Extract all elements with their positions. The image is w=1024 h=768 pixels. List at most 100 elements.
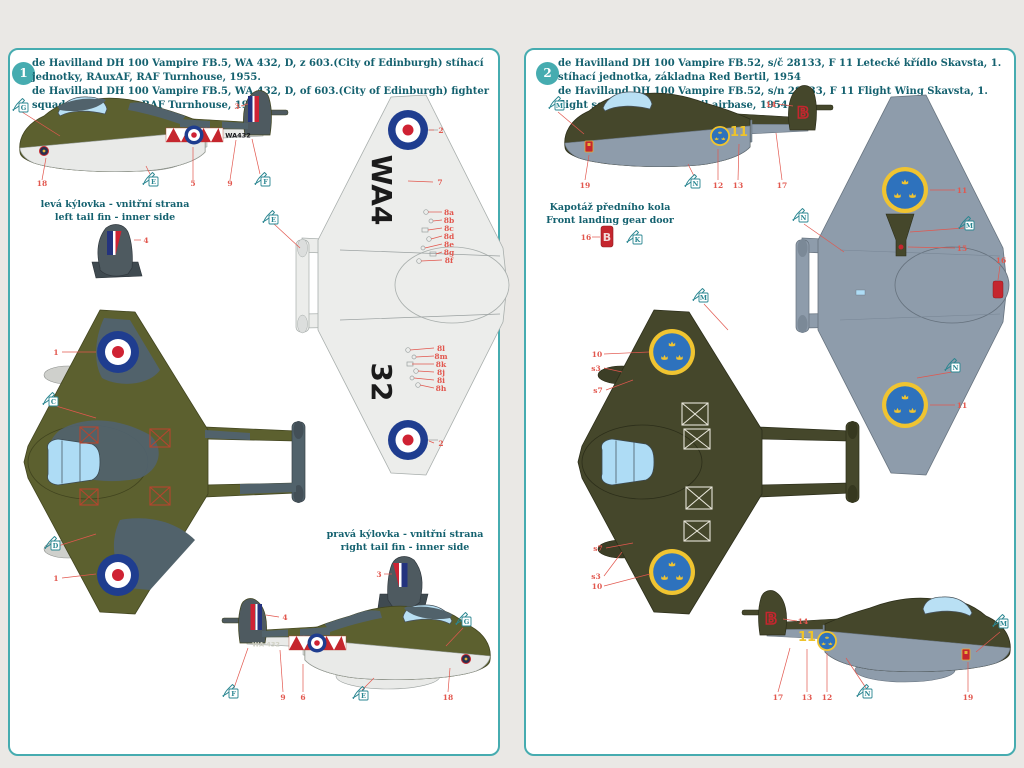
s2-door-letter: B xyxy=(603,231,611,244)
callout-8a: 8a xyxy=(444,208,454,217)
s1-left-fin-detail: 4 xyxy=(91,224,149,279)
svg-text:M: M xyxy=(700,294,707,302)
s2-profile-port: B 11 19 12 13 17 14 M xyxy=(548,85,834,190)
s1-fin-flash xyxy=(248,96,259,122)
svg-text:G: G xyxy=(464,618,470,626)
s1-underwing-roundel-top xyxy=(388,110,428,150)
svg-text:C: C xyxy=(51,398,56,406)
s1-topwing-roundel-top xyxy=(97,331,139,373)
gear-door-caption: Kapotáž předního kola Front landing gear… xyxy=(520,201,700,227)
callout-8k: 8k xyxy=(436,360,447,369)
callout-10b: 10 xyxy=(592,582,602,591)
s1-underside-view: WA4 32 2 7 8a 8b 8c 8d 8e 8g 8f 8l xyxy=(262,94,510,476)
s2-topwing-roundel-bottom xyxy=(649,549,695,595)
left-fin-caption-cz: levá kýlovka - vnitřní strana xyxy=(40,199,190,210)
s2-underside-gear-door xyxy=(992,280,1004,299)
paint-icon-G2: G xyxy=(445,612,472,647)
callout-11: 11 xyxy=(957,186,967,195)
s2b-code-number: 11 xyxy=(798,630,816,645)
scheme-1-badge: 1 xyxy=(12,62,35,85)
s1b-nose-emblem xyxy=(461,654,471,664)
s1-profile-starboard: WA 432 4 9 6 18 F E xyxy=(221,598,491,702)
callout-13: 13 xyxy=(733,181,743,190)
s1-topside-view: 1 1 C D xyxy=(23,309,306,615)
s1b-fuselage-roundel xyxy=(307,633,327,653)
scheme2-artwork: B 11 19 12 13 17 14 M xyxy=(548,85,1011,702)
callout-1: 1 xyxy=(53,348,58,357)
svg-text:N: N xyxy=(801,214,807,222)
s1-underwing-serial-a: WA4 xyxy=(365,155,398,226)
callout-11b: 11 xyxy=(957,401,967,410)
s1-boom-serial: WA432 xyxy=(225,132,250,140)
paint-icon-E: E xyxy=(142,165,159,187)
callout-8g: 8g xyxy=(444,248,455,257)
s2-gun-trough xyxy=(885,213,915,257)
right-fin-caption-cz: pravá kýlovka - vnitřní strana xyxy=(326,529,484,540)
left-fin-caption-en: left tail fin - inner side xyxy=(54,212,176,223)
callout-15: 15 xyxy=(957,244,967,253)
s1-profile-port: WA432 18 5 9 3 G E xyxy=(12,90,289,188)
callout-4: 4 xyxy=(143,236,148,245)
callout-6: 6 xyxy=(300,693,305,702)
callout-17: 17 xyxy=(777,181,787,190)
scheme1-artwork: WA432 18 5 9 3 G E xyxy=(12,90,510,702)
left-fin-caption: levá kýlovka - vnitřní strana left tail … xyxy=(25,198,205,224)
paint-icon-D: D xyxy=(44,533,97,551)
paint-icon-N3: N xyxy=(916,358,961,379)
s2-canopy-top xyxy=(601,438,655,486)
paint-icon-N: N xyxy=(684,163,701,189)
paint-icon-F: F xyxy=(251,138,271,187)
paint-icon-F2: F xyxy=(222,647,249,699)
s2-walkway-marks xyxy=(681,402,713,542)
svg-text:E: E xyxy=(151,178,156,186)
svg-text:E: E xyxy=(361,692,366,700)
paint-icon-G: G xyxy=(12,98,61,137)
paint-icon-M4: M xyxy=(975,614,1009,653)
s2-underside-view: 11 15 16 11 M N N xyxy=(792,94,1010,476)
callout-8h: 8h xyxy=(436,384,447,393)
callout-16: 16 xyxy=(581,233,591,242)
svg-text:N: N xyxy=(693,180,699,188)
callout-9b: 9 xyxy=(280,693,285,702)
callout-2: 2 xyxy=(438,126,443,135)
s1-right-fin-detail: 3 xyxy=(376,556,429,611)
svg-text:M: M xyxy=(1000,620,1007,628)
s2-nose-emblem xyxy=(584,140,594,153)
s2-profile-starboard: B 11 14 17 13 12 19 N xyxy=(741,590,1011,702)
s2b-nose-emblem xyxy=(961,648,971,661)
callout-7: 7 xyxy=(437,178,442,187)
paint-icon-E2: E xyxy=(262,210,301,249)
right-fin-caption: pravá kýlovka - vnitřní strana right tai… xyxy=(315,528,495,554)
s2-fuselage-roundel xyxy=(710,126,730,146)
callout-8i: 8i xyxy=(437,376,445,385)
callout-8f: 8f xyxy=(445,256,454,265)
callout-3: 3 xyxy=(234,102,239,111)
paint-icon-M3: M xyxy=(692,288,729,331)
scheme-1-title-cz: de Havilland DH 100 Vampire FB.5, WA 432… xyxy=(32,58,484,83)
s1-underwing-serial-b: 32 xyxy=(365,363,398,402)
s1-nose-emblem xyxy=(39,146,49,156)
callout-4b: 4 xyxy=(282,613,287,622)
svg-text:G: G xyxy=(21,104,27,112)
s2-tail-letter: B xyxy=(796,102,810,123)
svg-text:D: D xyxy=(53,542,59,550)
callout-2b: 2 xyxy=(438,439,443,448)
callout-13b: 13 xyxy=(802,693,812,702)
callout-8d: 8d xyxy=(444,232,455,241)
callout-9: 9 xyxy=(227,179,232,188)
paint-icon-M: M xyxy=(548,96,585,135)
s2-code-number: 11 xyxy=(730,125,748,140)
paint-icon-M2: M xyxy=(909,216,975,233)
callout-5: 5 xyxy=(190,179,195,188)
callout-10: 10 xyxy=(592,350,602,359)
callout-s7: s7 xyxy=(593,386,602,395)
callout-8e: 8e xyxy=(444,240,454,249)
s1-walkway-marks xyxy=(79,426,171,506)
svg-text:M: M xyxy=(556,102,563,110)
svg-text:N: N xyxy=(865,690,871,698)
s2-underwing-roundel-top xyxy=(882,167,928,213)
s2-underwing-roundel-bottom xyxy=(882,382,928,428)
paint-icon-E3: E xyxy=(352,677,375,701)
svg-text:F: F xyxy=(231,690,236,698)
